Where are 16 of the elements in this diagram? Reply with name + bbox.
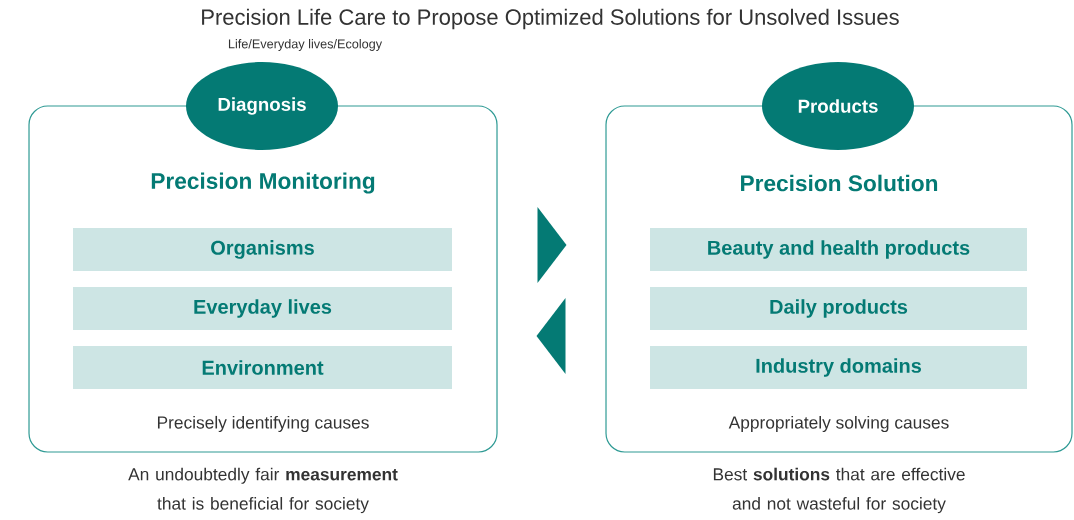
category-bar: Everyday lives xyxy=(73,287,452,330)
panel-heading: Precision Solution xyxy=(741,174,938,192)
summary-text: An undoubtedly fair measurement that is beneficial for society xyxy=(128,467,398,514)
panel-heading: Precision Monitoring xyxy=(151,172,375,194)
arrow xyxy=(536,298,566,374)
arrow xyxy=(537,207,567,283)
title: Precision Life Care to Propose Optimized Solutions for Unsolved Issues xyxy=(202,8,899,30)
panel-note: Appropriately solving causes xyxy=(728,415,949,433)
category-bar: Beauty and health products xyxy=(650,228,1027,271)
subtitle: Life/Everyday lives/Ecology xyxy=(228,39,383,51)
category-bar: Organisms xyxy=(73,228,452,271)
category-bar: Environment xyxy=(73,346,452,389)
category-bar: Daily products xyxy=(650,287,1027,330)
panel-note: Precisely identifying causes xyxy=(157,415,369,433)
category-bar: Industry domains xyxy=(650,346,1027,389)
summary-text: Best solutions that are effective and not wasteful for society xyxy=(713,467,965,514)
